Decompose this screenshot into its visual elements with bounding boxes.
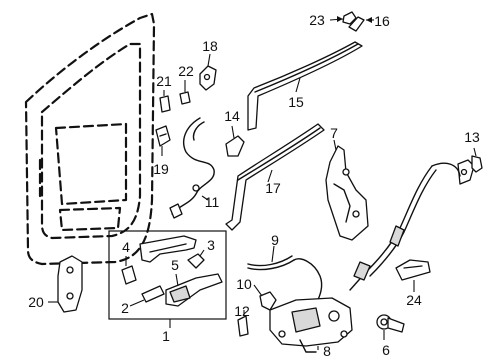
part-17-lower-weatherstrip (225, 123, 325, 231)
part-8-lock-actuator (269, 258, 353, 353)
callout-1: 1 (162, 328, 170, 344)
callout-14: 14 (224, 108, 240, 124)
callout-11: 11 (205, 194, 220, 210)
part-9-rod (247, 245, 295, 271)
part-19-clip (155, 125, 171, 156)
callout-22: 22 (178, 63, 194, 79)
callout-15: 15 (288, 94, 304, 110)
callout-3: 3 (207, 237, 215, 253)
part-14-bracket (225, 125, 245, 157)
part-24-outside-handle (395, 259, 431, 292)
part-6-lock-cylinder (376, 314, 405, 340)
assembly-1-box (108, 230, 227, 328)
arrow-heads (337, 16, 372, 23)
part-20-bracket (48, 255, 83, 313)
part-18-bracket (199, 53, 217, 91)
callout-2: 2 (121, 300, 129, 316)
callout-9: 9 (271, 232, 279, 248)
part-7-lock-bracket (325, 139, 369, 241)
callout-6: 6 (382, 342, 390, 358)
callout-labels: 1 2 3 4 5 6 7 8 9 10 11 12 13 14 15 16 1… (28, 12, 480, 359)
part-13-striker (457, 147, 483, 185)
door-panel-outline (24, 12, 156, 266)
part-22-clip (179, 80, 191, 105)
part-21-clip (159, 90, 171, 113)
callout-5: 5 (171, 257, 179, 273)
callout-13: 13 (464, 129, 480, 145)
callout-7: 7 (330, 125, 338, 141)
part-23-clip (329, 11, 357, 25)
callout-20: 20 (28, 294, 44, 310)
callout-21: 21 (156, 73, 172, 89)
part-12-pin (237, 310, 249, 337)
part-10-clip (253, 284, 277, 311)
long-cable (349, 162, 461, 291)
part-15-upper-weatherstrip (247, 41, 363, 131)
callout-8: 8 (323, 343, 331, 359)
part-3-cap (187, 253, 205, 269)
callout-16: 16 (374, 13, 390, 29)
callout-19: 19 (153, 161, 169, 177)
callout-4: 4 (122, 239, 130, 255)
callout-18: 18 (202, 38, 218, 54)
callout-24: 24 (406, 292, 422, 308)
callout-12: 12 (234, 303, 250, 319)
part-2-escutcheon (141, 285, 165, 303)
inside-handle (139, 235, 197, 263)
part-4-bezel (121, 265, 137, 285)
callout-23: 23 (309, 12, 325, 28)
callout-17: 17 (265, 180, 281, 196)
part-11-cable (169, 117, 215, 219)
callout-10: 10 (236, 276, 252, 292)
